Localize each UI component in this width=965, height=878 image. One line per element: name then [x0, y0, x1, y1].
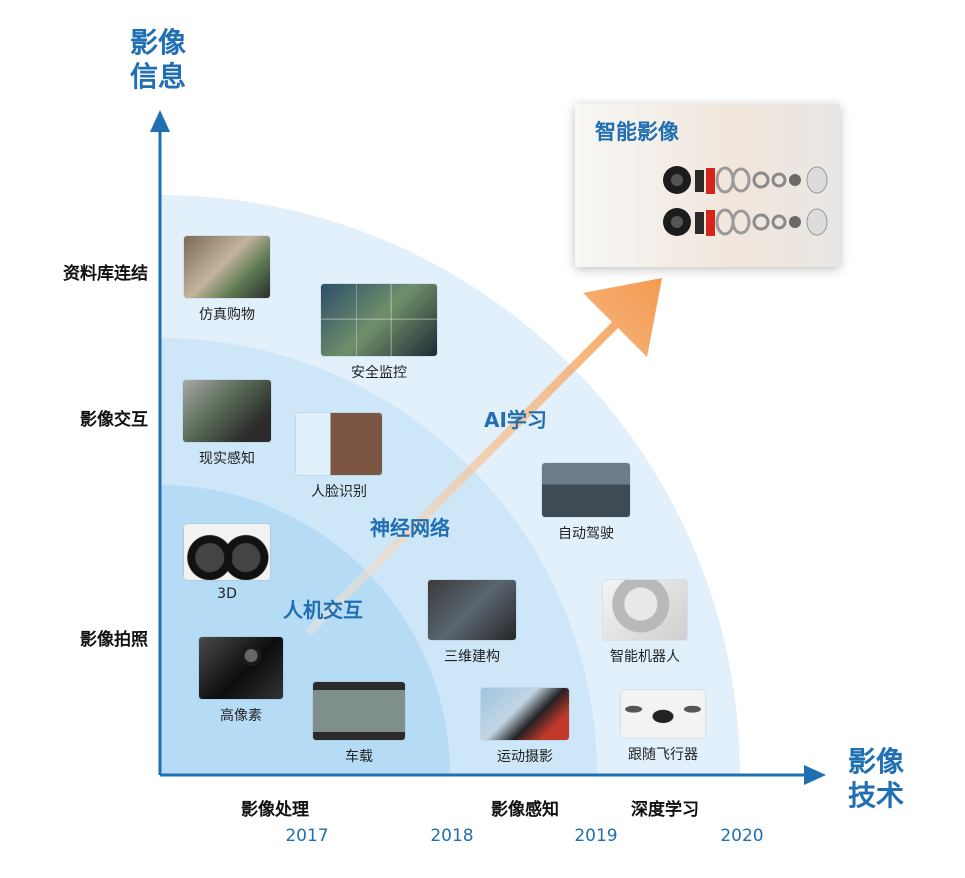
item-3d-camera: 3D: [172, 524, 282, 602]
ar-reality-label: 现实感知: [199, 451, 255, 467]
item-drone: 跟随飞行器: [608, 690, 718, 764]
tech-label-neural: 神经网络: [370, 516, 450, 540]
y-axis-title-line1: 影像: [130, 26, 187, 59]
x-axis-arrowhead: [804, 765, 826, 785]
item-ar-reality: 现实感知: [172, 380, 282, 468]
security-label: 安全监控: [351, 365, 407, 381]
y-level-interaction: 影像交互: [80, 410, 148, 430]
drone-label: 跟随飞行器: [628, 747, 698, 763]
3d-camera-label: 3D: [217, 586, 237, 602]
3d-modeling-image: [428, 580, 516, 640]
year-2020: 2020: [720, 826, 764, 846]
tech-label-hci: 人机交互: [283, 598, 363, 622]
item-security: 安全监控: [317, 284, 441, 382]
security-image: [321, 284, 437, 356]
face-id-label: 人脸识别: [311, 484, 367, 500]
item-face-id: 人脸识别: [284, 413, 394, 501]
high-pixel-label: 高像素: [220, 708, 262, 724]
vehicle-image: [313, 682, 405, 740]
y-axis-arrowhead: [150, 110, 170, 132]
smart-imaging-panel: 智能影像: [575, 104, 840, 267]
item-autonomous: 自动驾驶: [530, 463, 642, 543]
year-2018: 2018: [430, 826, 474, 846]
item-vehicle: 车载: [304, 682, 414, 766]
x-level-perception: 影像感知: [491, 800, 559, 820]
smart-imaging-title: 智能影像: [595, 120, 679, 144]
y-axis-title: 影像 信息: [130, 26, 186, 94]
item-ar-shopping: 仿真购物: [172, 236, 282, 324]
vehicle-label: 车载: [345, 749, 373, 765]
lens-stack-bottom: [663, 208, 828, 236]
autonomous-label: 自动驾驶: [558, 526, 614, 542]
year-2019: 2019: [574, 826, 618, 846]
x-axis-title-line2: 技术: [848, 779, 905, 812]
x-axis-title: 影像 技术: [848, 745, 904, 813]
camera-module-icon: [663, 166, 828, 236]
sports-label: 运动摄影: [497, 749, 553, 765]
face-id-image: [296, 413, 382, 475]
sports-image: [481, 688, 569, 740]
lens-stack-top: [663, 166, 828, 194]
item-3d-modeling: 三维建构: [412, 580, 532, 666]
autonomous-image: [542, 463, 630, 517]
ar-shopping-image: [184, 236, 270, 298]
item-high-pixel: 高像素: [186, 637, 296, 725]
growth-arrow: [305, 278, 662, 636]
high-pixel-image: [199, 637, 283, 699]
x-level-deep-learning: 深度学习: [631, 800, 699, 820]
item-sports: 运动摄影: [470, 688, 580, 766]
x-axis-title-line1: 影像: [848, 745, 905, 778]
drone-image: [621, 690, 705, 738]
ar-reality-image: [183, 380, 271, 442]
y-axis-title-line2: 信息: [130, 60, 187, 93]
tech-label-ai: AI学习: [484, 408, 547, 432]
robot-label: 智能机器人: [610, 649, 680, 665]
year-2017: 2017: [285, 826, 329, 846]
ar-shopping-label: 仿真购物: [199, 307, 255, 323]
3d-modeling-label: 三维建构: [444, 649, 500, 665]
y-level-database: 资料库连结: [63, 264, 148, 284]
3d-camera-image: [184, 524, 270, 580]
item-robot: 智能机器人: [590, 580, 700, 666]
x-level-processing: 影像处理: [241, 800, 309, 820]
robot-image: [603, 580, 687, 640]
y-level-photo: 影像拍照: [80, 630, 148, 650]
